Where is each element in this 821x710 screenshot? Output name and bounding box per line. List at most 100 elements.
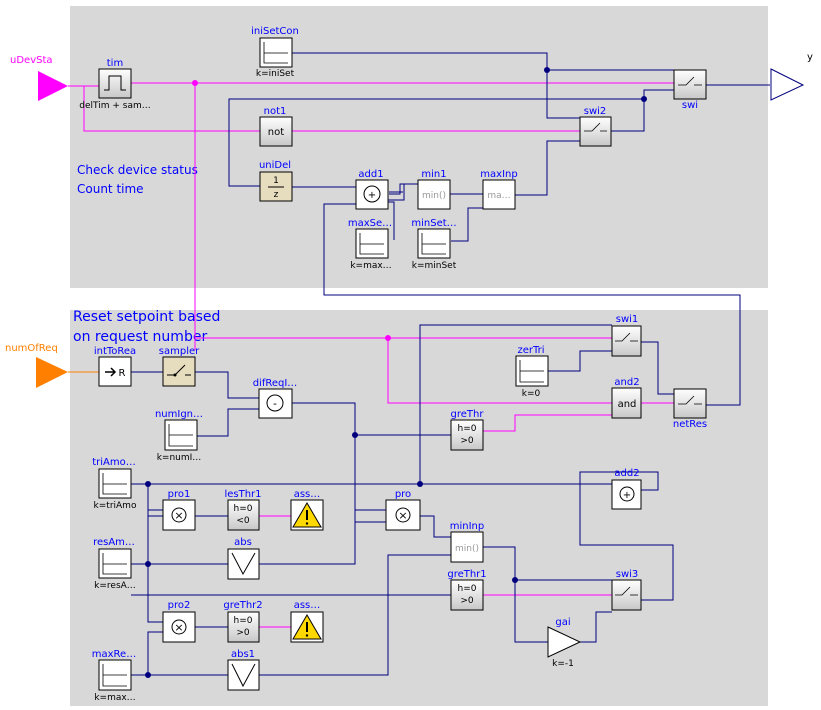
- svg-text:minInp: minInp: [450, 521, 485, 532]
- block-minSet[interactable]: minSet… k=minSet: [411, 218, 456, 271]
- input-numOfReq[interactable]: numOfReq: [5, 343, 99, 388]
- svg-text:y: y: [807, 52, 813, 63]
- block-resAmo[interactable]: resAm… k=resA…: [93, 537, 136, 591]
- svg-text:k=resA…: k=resA…: [94, 581, 136, 591]
- svg-text:not1: not1: [264, 106, 287, 117]
- svg-text:greThr2: greThr2: [223, 600, 262, 611]
- block-difReq[interactable]: difReqI… -: [253, 378, 298, 419]
- comment-count-time: Count time: [77, 182, 144, 196]
- svg-text:R: R: [119, 368, 126, 379]
- block-pro[interactable]: pro ×: [385, 489, 421, 531]
- svg-text:swi2: swi2: [584, 106, 607, 117]
- svg-text:lesThr1: lesThr1: [224, 489, 261, 500]
- svg-text:abs: abs: [234, 537, 252, 548]
- block-not1[interactable]: not1 not: [259, 106, 293, 147]
- svg-text:ass…: ass…: [294, 600, 321, 611]
- block-triAmo[interactable]: triAmo… k=triAmo: [92, 457, 137, 511]
- svg-text:intToRea: intToRea: [94, 346, 136, 357]
- svg-text:minSet…: minSet…: [411, 218, 456, 229]
- block-maxRes[interactable]: maxRe… k=max…: [92, 649, 136, 703]
- block-pro2[interactable]: pro2 ×: [162, 600, 196, 643]
- svg-text:zerTri: zerTri: [517, 345, 544, 356]
- block-abs1[interactable]: abs1: [227, 649, 260, 691]
- block-swi3[interactable]: swi3: [611, 569, 642, 611]
- block-swi2[interactable]: swi2: [579, 106, 612, 147]
- block-zerTri[interactable]: zerTri k=0: [515, 345, 549, 399]
- svg-text:not: not: [268, 127, 284, 138]
- block-swi[interactable]: swi: [673, 69, 707, 111]
- svg-text:numIgn…: numIgn…: [155, 409, 203, 420]
- svg-text:×: ×: [398, 509, 407, 522]
- block-tim[interactable]: tim delTim + sam…: [79, 58, 150, 111]
- output-y[interactable]: y: [770, 52, 813, 101]
- block-add1[interactable]: add1 +: [355, 169, 389, 210]
- svg-text:×: ×: [174, 509, 183, 522]
- block-gai[interactable]: gai k=-1: [547, 617, 582, 669]
- block-sampler[interactable]: sampler: [159, 346, 200, 387]
- svg-text:k=0: k=0: [522, 389, 541, 399]
- svg-text:maxInp: maxInp: [480, 169, 517, 180]
- svg-text:sampler: sampler: [159, 346, 200, 357]
- svg-text:k=minSet: k=minSet: [412, 261, 457, 271]
- block-greThr1[interactable]: greThr1 h=0 >0: [447, 569, 487, 611]
- svg-text:<0: <0: [236, 516, 250, 526]
- block-intToRea[interactable]: intToRea R: [94, 346, 136, 387]
- svg-text:k=max…: k=max…: [94, 693, 135, 703]
- block-maxSet[interactable]: maxSe… k=max…: [348, 218, 392, 271]
- block-minInp[interactable]: minInp min(): [450, 521, 485, 563]
- svg-text:k=triAmo: k=triAmo: [94, 501, 137, 511]
- block-uniDel[interactable]: uniDel 1 z: [259, 160, 293, 202]
- svg-text:k=iniSet: k=iniSet: [256, 69, 295, 79]
- svg-text:uniDel: uniDel: [259, 160, 291, 171]
- svg-text:min1: min1: [421, 169, 446, 180]
- svg-text:add2: add2: [614, 468, 639, 479]
- block-maxInp[interactable]: maxInp ma…: [480, 169, 518, 210]
- svg-text:maxRe…: maxRe…: [92, 649, 136, 660]
- svg-text:-: -: [273, 397, 277, 410]
- svg-text:+: +: [623, 490, 631, 501]
- block-abs[interactable]: abs: [227, 537, 260, 580]
- block-iniSetCon[interactable]: iniSetCon k=iniSet: [251, 26, 299, 79]
- svg-text:tim: tim: [107, 58, 123, 69]
- svg-text:pro1: pro1: [168, 489, 191, 500]
- block-numIgn[interactable]: numIgn… k=numI…: [155, 409, 203, 463]
- svg-text:z: z: [274, 190, 279, 200]
- svg-text:triAmo…: triAmo…: [92, 457, 136, 468]
- block-and2[interactable]: and2 and: [611, 377, 642, 419]
- comment-check-status: Check device status: [77, 163, 198, 177]
- svg-text:add1: add1: [358, 169, 383, 180]
- block-add2[interactable]: add2 +: [611, 468, 642, 510]
- block-greThr[interactable]: greThr h=0 >0: [450, 409, 485, 451]
- svg-text:pro: pro: [395, 489, 411, 500]
- comment-reset-2: on request number: [73, 329, 207, 345]
- svg-text:k=numI…: k=numI…: [157, 453, 202, 463]
- block-min1[interactable]: min1 min(): [417, 169, 451, 210]
- block-swi1[interactable]: swi1: [611, 314, 642, 357]
- connections: [68, 52, 770, 676]
- block-pro1[interactable]: pro1 ×: [162, 489, 196, 531]
- svg-text:k=-1: k=-1: [552, 659, 574, 669]
- block-netRes[interactable]: netRes: [673, 388, 707, 430]
- svg-text:>0: >0: [236, 628, 250, 638]
- block-ass1[interactable]: ass…: [290, 489, 324, 531]
- svg-text:swi1: swi1: [616, 314, 639, 325]
- block-ass2[interactable]: ass…: [290, 600, 324, 643]
- block-lesThr1[interactable]: lesThr1 h=0 <0: [224, 489, 262, 531]
- svg-text:>0: >0: [460, 596, 474, 606]
- block-greThr2[interactable]: greThr2 h=0 >0: [223, 600, 263, 643]
- svg-text:netRes: netRes: [673, 419, 707, 430]
- input-uDevSta[interactable]: uDevSta: [10, 55, 68, 101]
- svg-text:ass…: ass…: [294, 489, 321, 500]
- svg-text:h=0: h=0: [234, 504, 253, 514]
- svg-text:k=max…: k=max…: [350, 261, 391, 271]
- svg-text:numOfReq: numOfReq: [5, 343, 58, 354]
- svg-text:and2: and2: [614, 377, 639, 388]
- comment-reset-1: Reset setpoint based: [73, 309, 220, 325]
- svg-text:pro2: pro2: [168, 600, 191, 611]
- svg-text:+: +: [368, 190, 376, 201]
- svg-text:h=0: h=0: [458, 424, 477, 434]
- svg-text:1: 1: [273, 176, 279, 186]
- svg-text:uDevSta: uDevSta: [10, 55, 53, 66]
- svg-text:×: ×: [174, 621, 183, 634]
